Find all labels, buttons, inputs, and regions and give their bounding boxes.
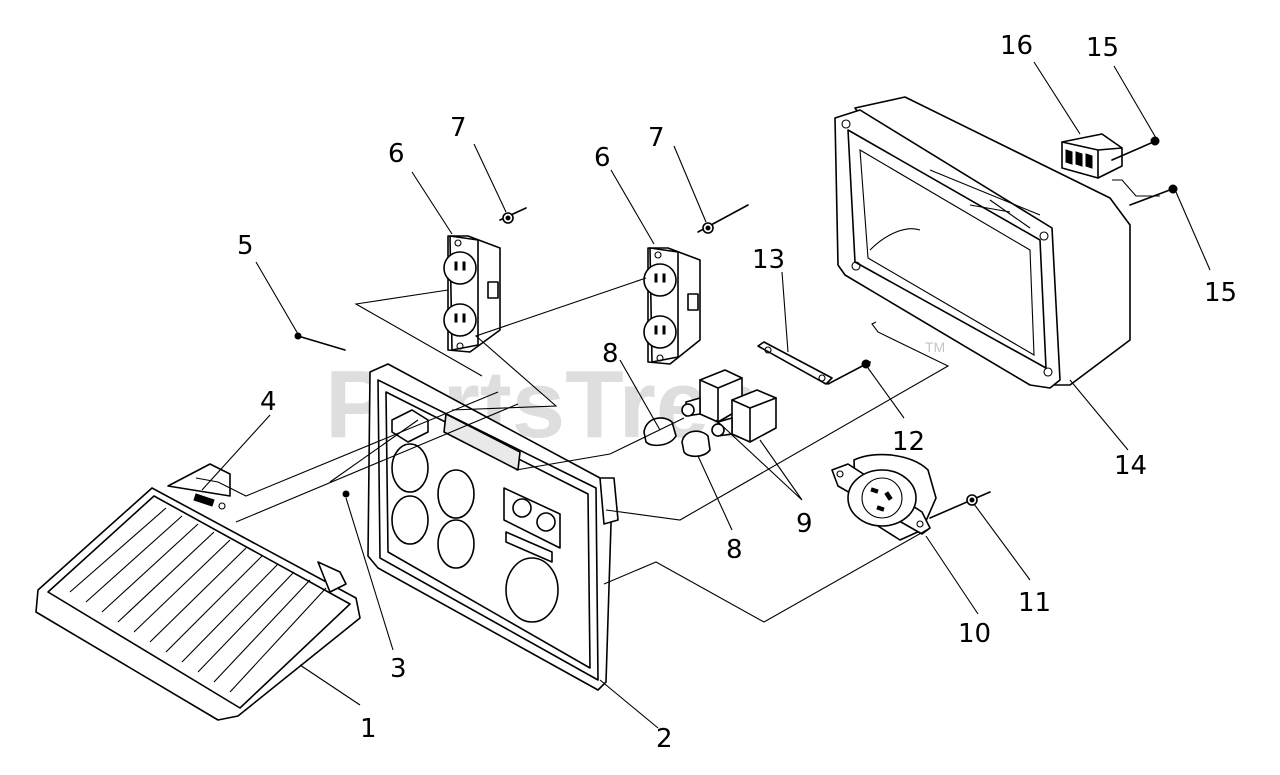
callout-7-right: 7 [648, 123, 665, 153]
callout-8-upper: 8 [602, 339, 619, 369]
callout-8-lower: 8 [726, 535, 743, 565]
part-9-breaker-right[interactable] [711, 389, 777, 443]
callout-13: 13 [752, 245, 785, 275]
part-8-cap-upper[interactable] [643, 417, 677, 447]
callout-4: 4 [260, 387, 277, 417]
callout-16: 16 [1000, 31, 1033, 61]
callout-5: 5 [237, 231, 254, 261]
callout-3: 3 [390, 654, 407, 684]
part-2-control-panel[interactable] [367, 363, 619, 691]
part-15-screw-lower[interactable] [1129, 184, 1178, 206]
assembly-guide-lines [195, 179, 1160, 623]
callout-15-upper: 15 [1086, 33, 1119, 63]
watermark-trademark: TM [925, 339, 945, 355]
callout-6-right: 6 [594, 143, 611, 173]
part-12-screw[interactable] [827, 359, 871, 385]
callout-6-left: 6 [388, 139, 405, 169]
callout-1: 1 [360, 714, 377, 744]
part-7-nut-left[interactable] [499, 207, 527, 224]
callout-14: 14 [1114, 451, 1147, 481]
part-13-bracket[interactable] [757, 341, 833, 385]
part-3-screw[interactable] [342, 490, 350, 498]
part-1-cover[interactable] [35, 463, 361, 721]
callout-12: 12 [892, 427, 925, 457]
callout-11: 11 [1018, 588, 1051, 618]
part-4-latch[interactable] [193, 493, 226, 510]
callout-labels: 1 2 3 4 5 6 6 7 7 8 8 9 10 11 12 13 14 1… [237, 31, 1237, 754]
part-10-twist-lock-receptacle[interactable] [831, 453, 937, 541]
part-16-terminal-block[interactable] [1061, 133, 1123, 179]
part-5-long-screw[interactable] [294, 332, 346, 351]
callout-10: 10 [958, 619, 991, 649]
part-14-back-box[interactable] [834, 96, 1131, 389]
part-7-nut-right[interactable] [697, 204, 749, 234]
callout-2: 2 [656, 724, 673, 754]
callout-7-left: 7 [450, 113, 467, 143]
part-6-outlet-right[interactable] [643, 247, 701, 365]
leader-lines [201, 61, 1211, 729]
part-11-nut[interactable] [929, 491, 991, 519]
callout-15-lower: 15 [1204, 278, 1237, 308]
part-8-cap-lower[interactable] [681, 430, 711, 458]
part-6-outlet-left[interactable] [443, 235, 501, 353]
callout-9: 9 [796, 509, 813, 539]
